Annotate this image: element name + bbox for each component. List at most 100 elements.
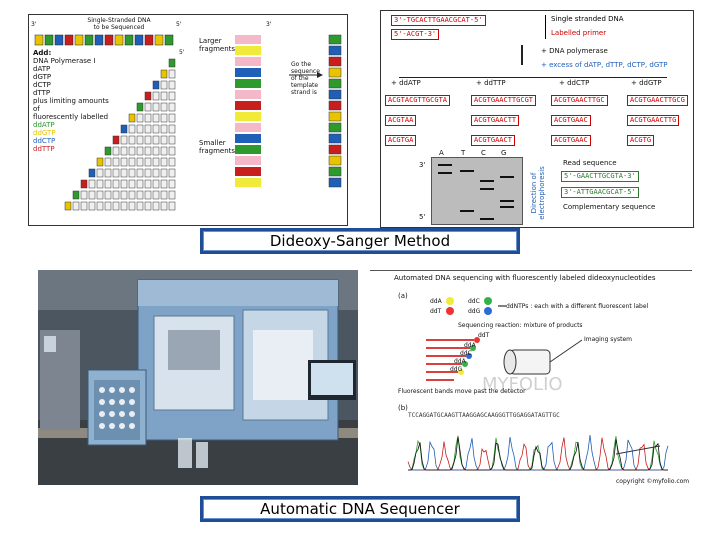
fragment-base — [64, 201, 72, 211]
fragment-base — [144, 146, 152, 156]
dna-polymerase-label: + DNA polymerase — [541, 47, 608, 55]
title-line-2: to be Sequenced — [93, 24, 145, 31]
fragment-base — [104, 190, 112, 200]
smaller-line-2: fragments — [199, 147, 236, 155]
single-strand-title: Single-Stranded DNA to be Sequenced — [69, 17, 169, 31]
fragment-base — [80, 201, 88, 211]
fragment-a3: ACGTGA — [385, 135, 417, 146]
goto-label: Go the sequence of the template strand i… — [291, 61, 329, 96]
imaging-label: Imaging system — [584, 336, 632, 343]
fragment-base — [136, 168, 144, 178]
goto-line: template — [291, 82, 319, 89]
fragment-base — [112, 201, 120, 211]
fragment-base — [104, 179, 112, 189]
gel-box — [431, 157, 523, 225]
fragment-base — [152, 91, 160, 101]
add-item: DNA Polymerase I — [33, 57, 96, 65]
template-base — [124, 34, 134, 46]
fragment-base — [136, 190, 144, 200]
fragment-base — [112, 168, 120, 178]
gel-band — [235, 57, 261, 66]
ddatp-add: + ddATP — [391, 79, 421, 87]
smaller-fragments-label: Smaller fragments — [199, 139, 235, 155]
smaller-line-1: Smaller — [199, 139, 226, 147]
fragment-base — [88, 179, 96, 189]
fluor-graphics: MYFOLIO — [407, 297, 669, 471]
larger-line-1: Larger — [199, 37, 222, 45]
fragment-base — [160, 135, 168, 145]
fragment-base — [112, 190, 120, 200]
fragment-base — [136, 113, 144, 123]
chromatogram-trace — [408, 436, 668, 471]
gel-lane-a: A — [439, 149, 444, 157]
template-base — [134, 34, 144, 46]
fragment-base — [120, 190, 128, 200]
fragment-a1: ACGTACGTTGCGTA — [385, 95, 451, 106]
larger-line-2: fragments — [199, 45, 236, 53]
fragment-base — [144, 179, 152, 189]
add-item: dCTP — [33, 81, 51, 89]
fragment-base — [152, 168, 160, 178]
dd-label-c: ddC — [468, 298, 480, 305]
direction-label: Direction of electrophoresis — [530, 166, 546, 220]
sanger-fragments-diagram — [34, 34, 342, 211]
fragment-label: ddA — [454, 358, 466, 365]
template-base — [144, 34, 154, 46]
fragment-base — [144, 91, 152, 101]
fragment-base — [128, 157, 136, 167]
goto-line: strand is — [291, 89, 317, 96]
fragment-base — [136, 157, 144, 167]
goto-line: of the — [291, 75, 309, 82]
fragment-base — [160, 168, 168, 178]
fragment-base — [120, 135, 128, 145]
fragment-a2: ACGTAA — [385, 115, 417, 126]
gel-band — [235, 167, 261, 176]
watermark-text: MYFOLIO — [482, 374, 563, 395]
template-base — [84, 34, 94, 46]
split-line — [399, 77, 667, 78]
fragment-base — [88, 190, 96, 200]
fragment-base — [104, 157, 112, 167]
fragment-base — [160, 80, 168, 90]
ddgtp-add: + ddGTP — [631, 79, 662, 87]
fragment-base — [96, 179, 104, 189]
fragment-base — [168, 157, 176, 167]
gel-band — [235, 112, 261, 121]
fragment-base — [128, 124, 136, 134]
fragment-base — [104, 168, 112, 178]
label-b: (b) — [398, 404, 408, 412]
ddntp-note: ddNTPs : each with a different fluoresce… — [506, 303, 649, 310]
template-column-base — [328, 122, 342, 133]
labelled-primer-label: Labelled primer — [551, 29, 607, 37]
fragment-base — [168, 201, 176, 211]
brace — [539, 15, 546, 39]
fragment-base — [128, 201, 136, 211]
add-item: fluorescently labelled — [33, 113, 109, 121]
fragment-base — [168, 91, 176, 101]
gel-end-3prime: 3' — [419, 161, 426, 169]
template-column-base — [328, 177, 342, 188]
ddctp-label: ddCTP — [33, 137, 56, 145]
fragment-base — [120, 168, 128, 178]
gel-lane-g: G — [501, 149, 507, 157]
fragment-base — [136, 179, 144, 189]
gel-end-5prime: 5' — [419, 213, 426, 221]
ddttp-label: ddTTP — [33, 145, 55, 153]
fragment-base — [160, 201, 168, 211]
fragment-base — [144, 168, 152, 178]
ddgtp-label: ddGTP — [33, 129, 56, 137]
dd-label-a: ddA — [430, 298, 442, 305]
sanger-fragments-panel: Single-Stranded DNA to be Sequenced 3' 5… — [28, 14, 348, 226]
fragment-base — [160, 102, 168, 112]
fragment-base — [80, 179, 88, 189]
fragment-base — [152, 102, 160, 112]
fragment-t1: ACGTGAACTTGCGT — [471, 95, 537, 106]
template-column-base — [328, 34, 342, 45]
fragment-base — [120, 179, 128, 189]
fragment-base — [160, 124, 168, 134]
template-column-base — [328, 144, 342, 155]
template-column-base — [328, 67, 342, 78]
template-column-base — [328, 89, 342, 100]
copyright-note: copyright ©myfolio.com — [616, 478, 690, 485]
fragment-base — [136, 146, 144, 156]
